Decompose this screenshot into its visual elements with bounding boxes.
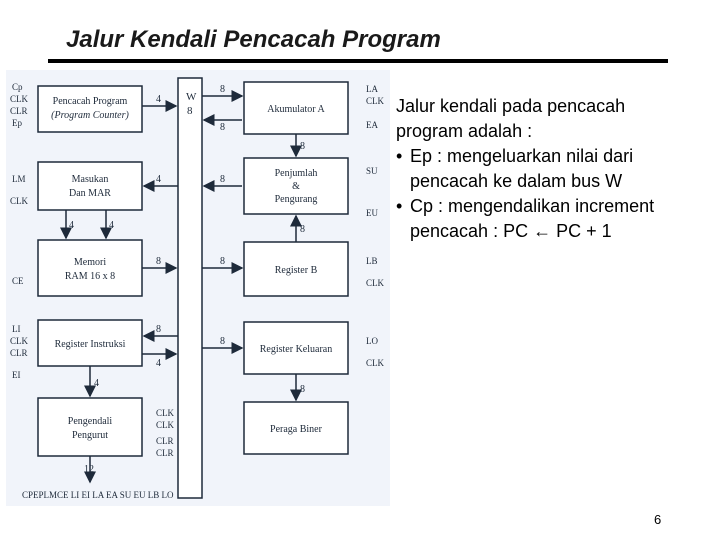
page-number: 6 [654, 512, 662, 527]
signal-clk-mar: CLK [10, 196, 29, 206]
signal-clk-out: CLK [366, 358, 385, 368]
bullet-icon: • [396, 196, 403, 216]
binary-display-block [243, 401, 349, 455]
signal-clk-pc: CLK [10, 94, 29, 104]
control-word: CPEPLMCE LI EI LA EA SU EU LB LO [22, 490, 174, 500]
ir-bus-width-in: 8 [156, 324, 161, 335]
disp-label: Peraga Biner [270, 424, 323, 435]
bus-out-width: 8 [220, 336, 225, 347]
bus-acc-width: 8 [220, 84, 225, 95]
diagram-svg: W 8 Pencacah Program (Program Counter) M… [10, 77, 385, 500]
mar-block [37, 161, 143, 211]
bullet-ep-text: Ep : mengeluarkan nilai dari pencacah ke… [410, 146, 634, 191]
bullet-icon: • [396, 146, 403, 166]
acc-label: Akumulator A [267, 104, 325, 115]
slide-title: Jalur Kendali Pencacah Program [66, 26, 441, 53]
ctrl-label-1: Pengendali [68, 416, 113, 427]
ir-label: Register Instruksi [55, 339, 126, 350]
signal-eu: EU [366, 208, 378, 218]
signal-lm: LM [12, 174, 26, 184]
bus-label: W [186, 91, 197, 103]
signal-cp: Cp [12, 82, 23, 92]
signal-clk-ir: CLK [10, 336, 29, 346]
bullet-list: • Ep : mengeluarkan nilai dari pencacah k… [396, 144, 696, 244]
bullet-ep: • Ep : mengeluarkan nilai dari pencacah k… [396, 144, 696, 194]
ctrl-word-width: 12 [84, 464, 94, 475]
signal-su: SU [366, 166, 378, 176]
regb-alu-width: 8 [300, 224, 305, 235]
ir-bus-width-out: 4 [156, 358, 161, 369]
intro-text: Jalur kendali pada pencacah program adal… [396, 96, 626, 141]
ram-label-1: Memori [74, 257, 106, 268]
bullet-cp: • Cp : mengendalikan increment pencacah :… [396, 194, 696, 244]
signal-la: LA [366, 84, 378, 94]
signal-clr-ir: CLR [10, 348, 28, 358]
ram-block [37, 239, 143, 297]
bullet-cp-text: Cp : mengendalikan increment pencacah : … [410, 196, 655, 241]
mar-ram-width-a: 4 [69, 220, 74, 231]
signal-clr-ctrl-2: CLR [156, 448, 174, 458]
bus-regb-width: 8 [220, 256, 225, 267]
adder-subtractor-block [243, 157, 349, 215]
description-text: Jalur kendali pada pencacah program adal… [396, 94, 696, 244]
signal-clk-ctrl-2: CLK [156, 420, 175, 430]
ir-ctrl-width: 4 [94, 378, 99, 389]
instruction-register-block [37, 319, 143, 367]
signal-ce: CE [12, 276, 24, 286]
pc-label-1: Pencacah Program [53, 96, 128, 107]
signal-lo: LO [366, 336, 378, 346]
mar-label-2: Dan MAR [69, 188, 111, 199]
signal-ei: EI [12, 370, 21, 380]
signal-clr-pc: CLR [10, 106, 28, 116]
accumulator-block [243, 81, 349, 135]
signal-clk-ctrl-1: CLK [156, 408, 175, 418]
alu-bus-width: 8 [220, 174, 225, 185]
pc-bus-width: 4 [156, 94, 161, 105]
out-disp-width: 8 [300, 384, 305, 395]
signal-ea: EA [366, 120, 378, 130]
ram-label-2: RAM 16 x 8 [65, 271, 115, 282]
ram-bus-width: 8 [156, 256, 161, 267]
signal-ep: Ep [12, 118, 22, 128]
bus-width: 8 [187, 105, 193, 117]
acc-alu-width: 8 [300, 141, 305, 152]
title-underline [48, 59, 668, 63]
alu-label-3: Pengurang [275, 194, 318, 205]
alu-label-1: Penjumlah [275, 168, 318, 179]
acc-bus-width: 8 [220, 122, 225, 133]
mar-ram-width-b: 4 [109, 220, 114, 231]
signal-clr-ctrl-1: CLR [156, 436, 174, 446]
register-b-block [243, 241, 349, 297]
out-label: Register Keluaran [260, 344, 332, 355]
alu-label-2: & [292, 181, 300, 192]
program-counter-block [37, 85, 143, 133]
signal-clk-regb: CLK [366, 278, 385, 288]
sap1-block-diagram: W 8 Pencacah Program (Program Counter) M… [6, 70, 390, 506]
regb-label: Register B [275, 265, 318, 276]
w-bus [177, 77, 203, 499]
signal-lb: LB [366, 256, 378, 266]
pc-label-2: (Program Counter) [51, 110, 129, 121]
signal-li: LI [12, 324, 21, 334]
signal-clk-acc: CLK [366, 96, 385, 106]
mar-label-1: Masukan [72, 174, 109, 185]
ctrl-label-2: Pengurut [72, 430, 108, 441]
mar-bus-width: 4 [156, 174, 161, 185]
controller-sequencer-block [37, 397, 143, 457]
